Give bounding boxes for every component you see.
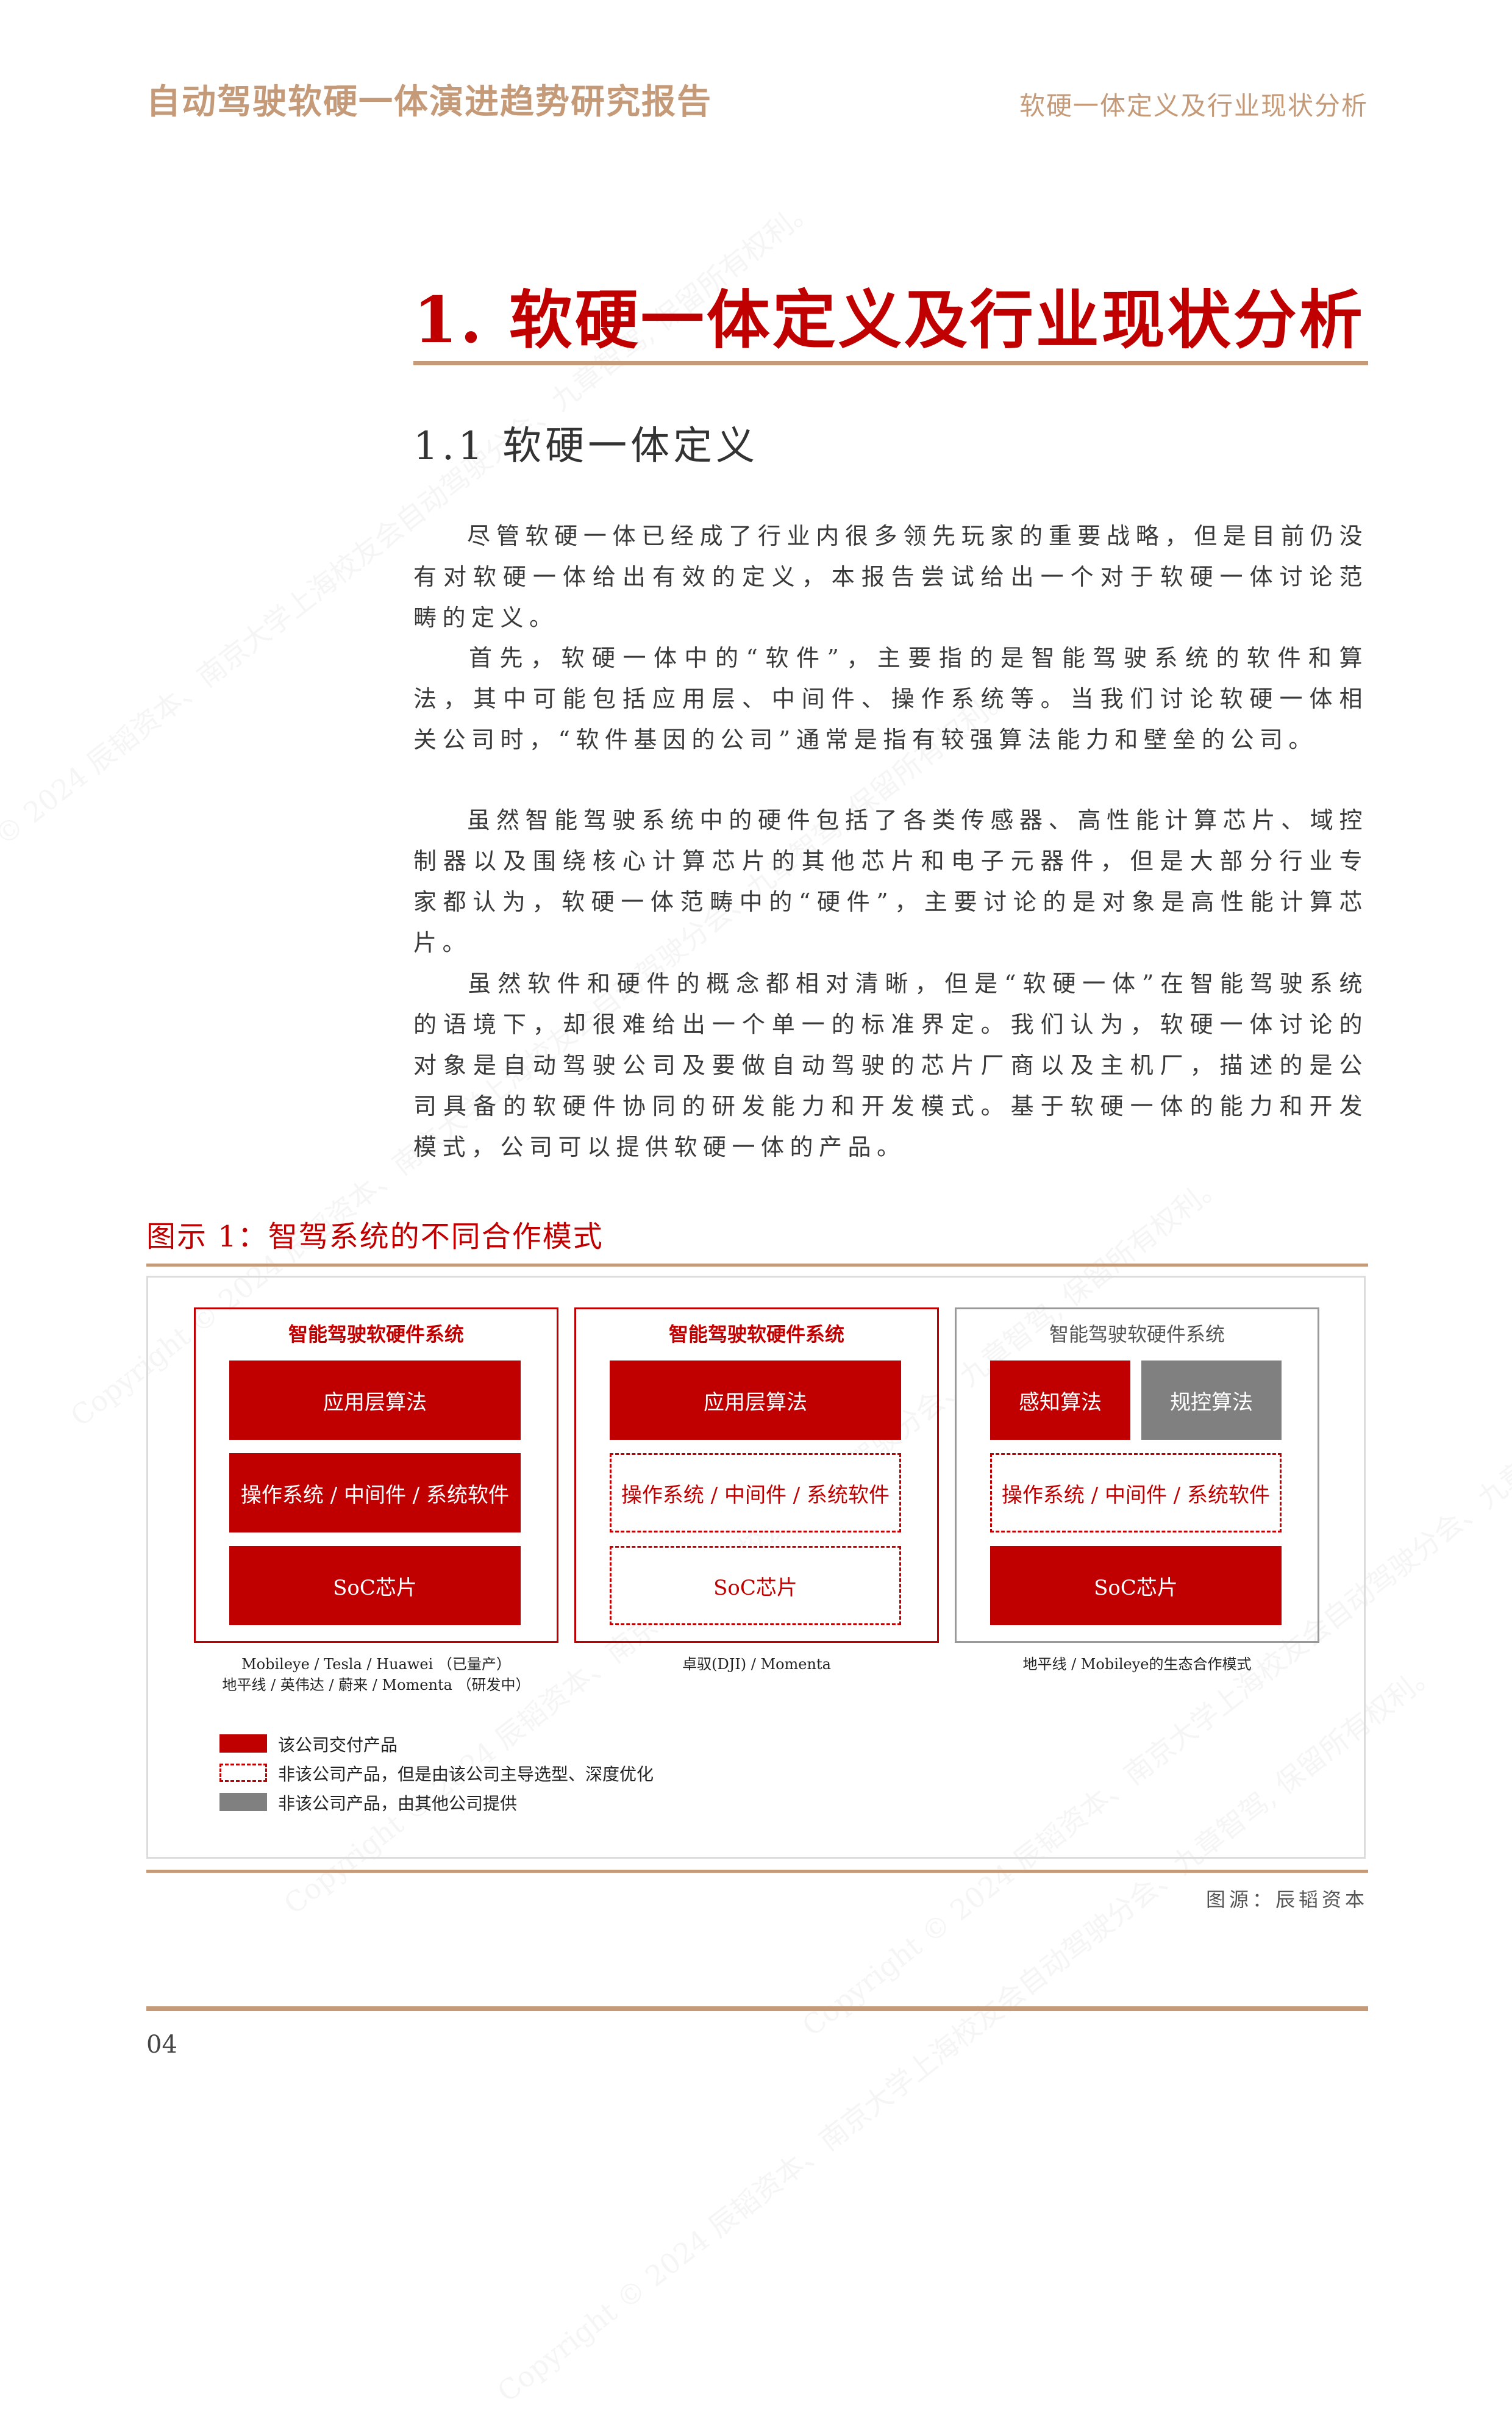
- layer-soc-chip: SoC芯片: [990, 1546, 1282, 1625]
- layer-os-middleware: 操作系统 / 中间件 / 系统软件: [610, 1453, 901, 1532]
- layer-os-middleware: 操作系统 / 中间件 / 系统软件: [229, 1453, 521, 1532]
- legend-label: 非该公司产品，由其他公司提供: [278, 1793, 518, 1814]
- figure-frame: [146, 1276, 1366, 1859]
- layer-soc-chip: SoC芯片: [229, 1546, 521, 1625]
- figure-title: 图示 1：智驾系统的不同合作模式: [146, 1220, 604, 1254]
- body-paragraph: 首先，软硬一体中的“软件”，主要指的是智能驾驶系统的软件和算法，其中可能包括应用…: [413, 645, 1368, 753]
- layer-planning-control-algorithm: 规控算法: [1141, 1361, 1282, 1440]
- figure-top-rule: [146, 1264, 1368, 1267]
- legend-swatch-third-party: [219, 1793, 267, 1811]
- system-caption-3: 地平线 / Mobileye的生态合作模式: [1022, 1656, 1252, 1673]
- footer-rule: [146, 2006, 1368, 2011]
- body-paragraph: 虽然智能驾驶系统中的硬件包括了各类传感器、高性能计算芯片、域控制器以及围绕核心计…: [413, 807, 1368, 956]
- layer-application-algorithm: 应用层算法: [610, 1361, 901, 1440]
- legend-swatch-delivered: [219, 1734, 267, 1753]
- page-number: 04: [146, 2031, 177, 2059]
- system-box-2: 智能驾驶软硬件系统 应用层算法 操作系统 / 中间件 / 系统软件 SoC芯片: [574, 1307, 939, 1643]
- chapter-title: 1. 软硬一体定义及行业现状分析: [413, 282, 1365, 357]
- system-box-3: 智能驾驶软硬件系统 感知算法 规控算法 操作系统 / 中间件 / 系统软件 So…: [955, 1307, 1319, 1643]
- system-box-1: 智能驾驶软硬件系统 应用层算法 操作系统 / 中间件 / 系统软件 SoC芯片: [194, 1307, 558, 1643]
- report-title: 自动驾驶软硬一体演进趋势研究报告: [146, 82, 712, 122]
- system-caption-1: Mobileye / Tesla / Huawei （已量产） 地平线 / 英伟…: [222, 1656, 530, 1693]
- layer-soc-chip: SoC芯片: [610, 1546, 901, 1625]
- layer-os-middleware: 操作系统 / 中间件 / 系统软件: [990, 1453, 1282, 1532]
- running-section-title: 软硬一体定义及行业现状分析: [1019, 91, 1368, 121]
- legend-swatch-led-selection: [219, 1764, 267, 1782]
- body-paragraph: 尽管软硬一体已经成了行业内很多领先玩家的重要战略，但是目前仍没有对软硬一体给出有…: [413, 523, 1368, 631]
- system-title: 智能驾驶软硬件系统: [668, 1323, 844, 1346]
- layer-perception-algorithm: 感知算法: [990, 1361, 1130, 1440]
- legend-label: 非该公司产品，但是由该公司主导选型、深度优化: [278, 1764, 654, 1784]
- system-caption-2: 卓驭(DJI) / Momenta: [682, 1656, 831, 1673]
- legend-label: 该公司交付产品: [278, 1735, 398, 1755]
- figure-bottom-rule: [146, 1870, 1368, 1873]
- section-heading: 1.1 软硬一体定义: [413, 424, 759, 469]
- body-paragraph: 虽然软件和硬件的概念都相对清晰，但是“软硬一体”在智能驾驶系统的语境下，却很难给…: [413, 970, 1368, 1160]
- layer-application-algorithm: 应用层算法: [229, 1361, 521, 1440]
- system-title: 智能驾驶软硬件系统: [1049, 1323, 1225, 1346]
- chapter-divider: [413, 361, 1368, 365]
- system-title: 智能驾驶软硬件系统: [288, 1323, 464, 1346]
- figure-source: 图源：辰韬资本: [1205, 1888, 1368, 1911]
